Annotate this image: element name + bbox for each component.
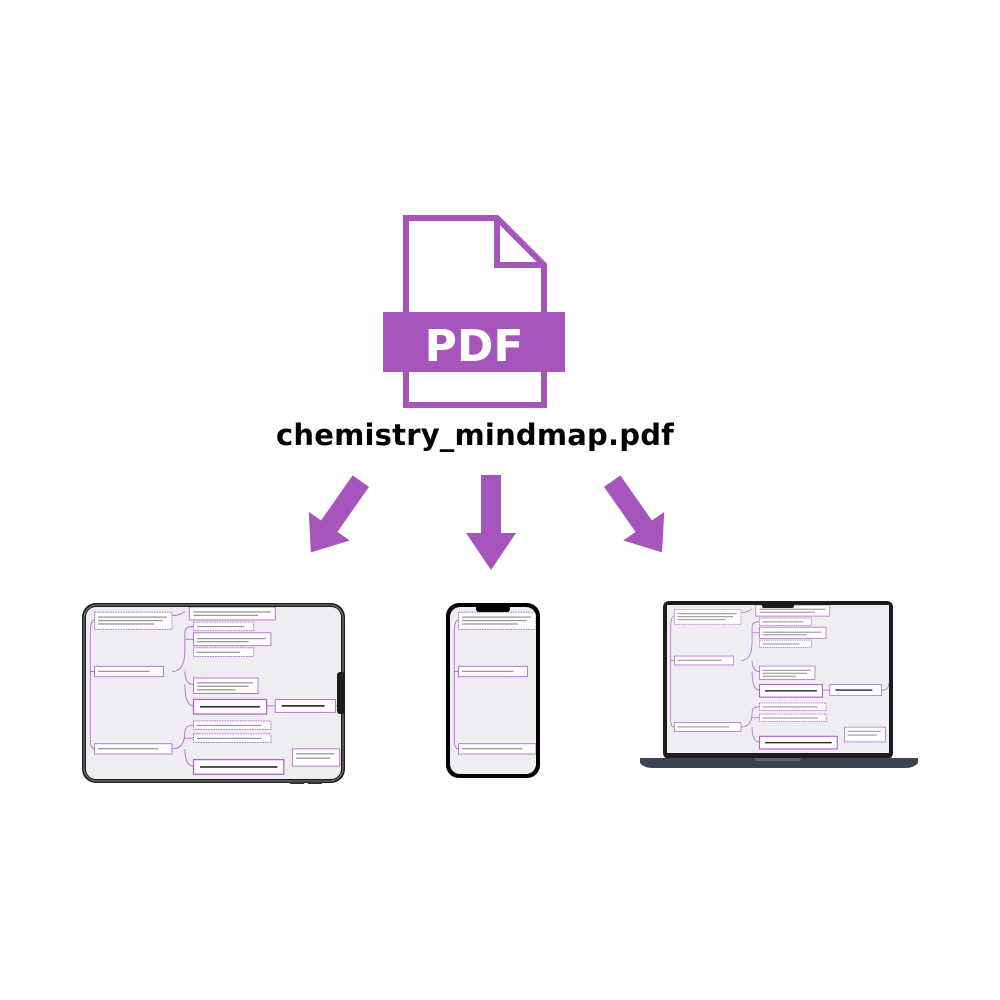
pdf-file-icon: PDF bbox=[383, 215, 565, 408]
arrow-to-tablet-icon bbox=[308, 475, 370, 553]
pdf-filename: chemistry_mindmap.pdf bbox=[276, 418, 674, 452]
arrows bbox=[308, 475, 665, 570]
arrow-to-laptop-icon bbox=[603, 475, 665, 553]
laptop-device bbox=[640, 601, 918, 768]
pdf-label: PDF bbox=[425, 321, 524, 372]
tablet-device bbox=[82, 603, 345, 784]
arrow-to-phone-icon bbox=[466, 475, 516, 570]
phone-device bbox=[446, 603, 540, 778]
